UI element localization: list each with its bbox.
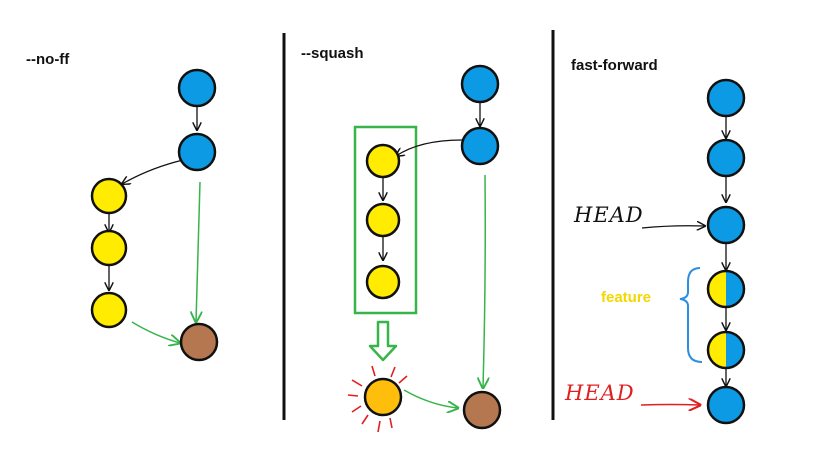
ff-feature-commit-1 (706, 269, 746, 309)
fast-forward-panel: fast-forward HEAD feature HEAD (564, 57, 746, 425)
squash-feature-box (353, 125, 418, 315)
squash-panel: --squash (301, 45, 502, 433)
ff-new-head-commit (706, 385, 746, 425)
squash-main-commit-1 (460, 64, 500, 104)
ff-feature-commit-2 (706, 330, 746, 370)
ff-head-before-label: HEAD (573, 203, 644, 227)
squash-main-commit-2 (460, 126, 500, 166)
squash-merge-arrow-squashed (403, 389, 458, 408)
no-ff-feature-commit-3 (90, 291, 128, 329)
no-ff-title: --no-ff (26, 51, 70, 68)
squash-down-arrow (368, 320, 398, 362)
ff-head-after-label: HEAD (564, 381, 635, 405)
squash-edge-branch (396, 139, 463, 156)
no-ff-feature-commit-1 (90, 177, 128, 215)
no-ff-panel: --no-ff (26, 51, 219, 362)
fast-forward-title: fast-forward (571, 57, 658, 74)
squash-feature-commit-2 (365, 202, 401, 238)
no-ff-feature-commit-2 (90, 229, 128, 267)
ff-main-commit-1 (706, 78, 746, 118)
squash-burst-lines (347, 365, 408, 433)
no-ff-merge-arrow-main (196, 181, 200, 322)
squash-feature-commit-3 (365, 264, 401, 300)
ff-main-commit-2 (706, 138, 746, 178)
ff-feature-brace (679, 267, 703, 363)
ff-feature-label: feature (601, 289, 651, 306)
squash-merge-arrow-main (483, 174, 485, 388)
no-ff-merge-arrow-feature (131, 321, 180, 343)
no-ff-merge-commit (179, 322, 219, 362)
ff-head-commit (706, 205, 746, 245)
squash-merge-commit (462, 390, 502, 430)
squash-squashed-commit (363, 377, 403, 417)
ff-head-before-arrow (641, 226, 705, 228)
ff-head-after-arrow (640, 405, 700, 406)
squash-feature-commit-1 (365, 143, 401, 179)
no-ff-main-commit-2 (177, 132, 217, 172)
no-ff-edge-branch (122, 159, 184, 184)
squash-title: --squash (301, 45, 364, 62)
no-ff-main-commit-1 (177, 68, 217, 108)
